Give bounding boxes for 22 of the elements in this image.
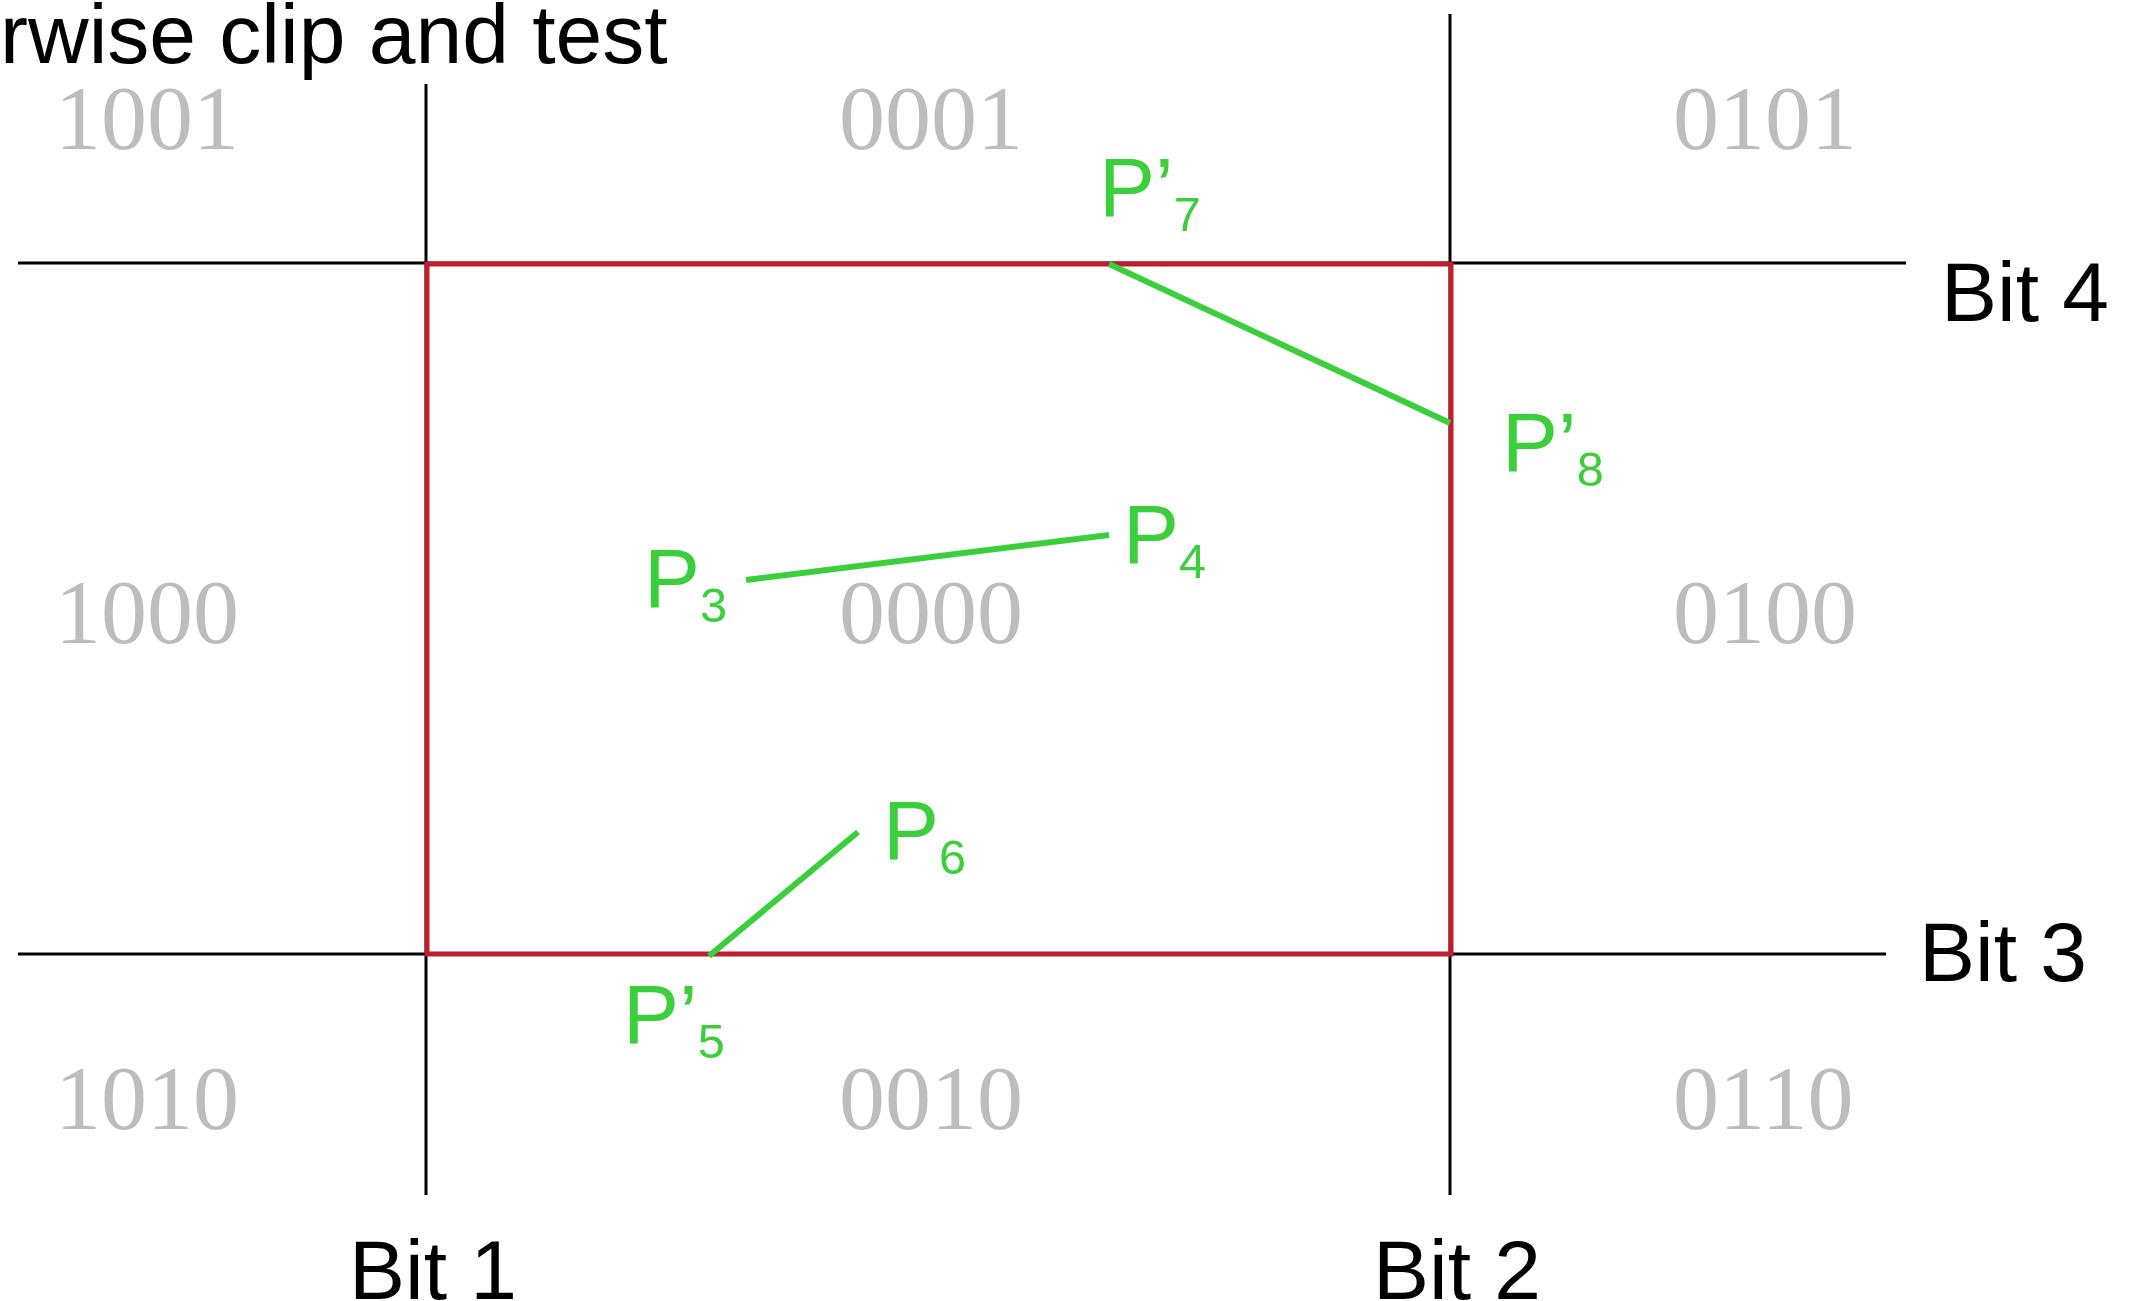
region-code: 1010 (55, 1052, 239, 1144)
region-code: 0100 (1673, 566, 1857, 658)
point-label: P$_{6}$ (883, 788, 967, 882)
region-code: 0001 (839, 72, 1023, 164)
point-label: P’$_{5}$ (623, 972, 725, 1066)
axis-label: Bit 2 (1373, 1228, 1542, 1301)
region-code: 1001 (55, 72, 239, 164)
region-code: 0110 (1673, 1052, 1854, 1144)
point-label: P’$_{8}$ (1502, 400, 1604, 494)
region-code: 0000 (839, 566, 1023, 658)
axis-label: Bit 4 (1941, 250, 2110, 334)
line-segment (1107, 261, 1452, 426)
point-label: P$_{4}$ (1123, 492, 1207, 586)
region-code: 0101 (1673, 72, 1857, 164)
line-segment (745, 532, 1110, 583)
point-label: P$_{3}$ (644, 536, 728, 630)
axis-label: Bit 3 (1919, 910, 2088, 994)
region-code: 1000 (55, 566, 239, 658)
region-code: 0010 (839, 1052, 1023, 1144)
axis-label: Bit 1 (349, 1228, 518, 1301)
line-segment (707, 829, 860, 959)
point-label: P’$_{7}$ (1099, 145, 1201, 239)
